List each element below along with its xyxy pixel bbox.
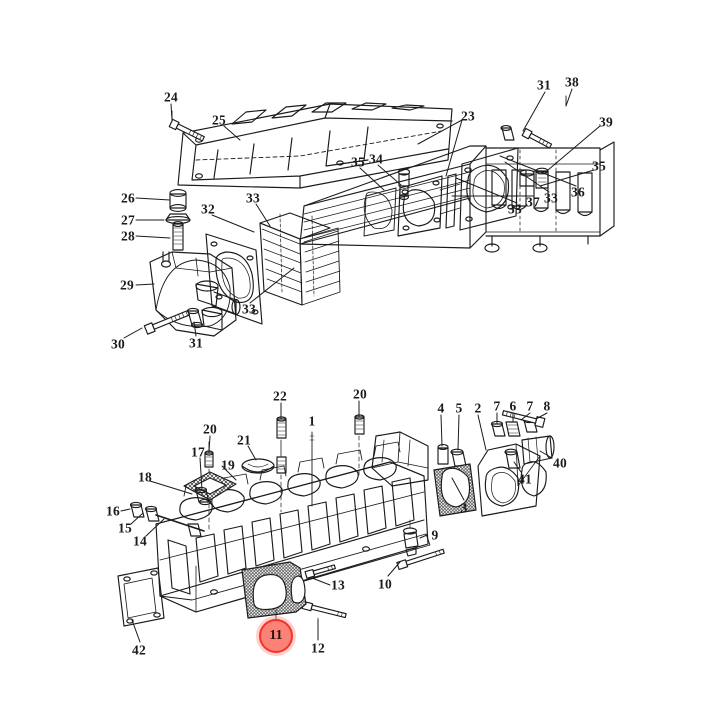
callout-29: 29 bbox=[120, 277, 134, 293]
callout-38: 38 bbox=[565, 74, 579, 90]
callout-33-d: 33 bbox=[242, 301, 256, 317]
callout-19: 19 bbox=[221, 457, 235, 473]
callout-16: 16 bbox=[106, 503, 120, 519]
lower-assembly-geometry bbox=[117, 405, 555, 639]
callout-31-lower: 31 bbox=[189, 335, 203, 351]
callout-36: 36 bbox=[571, 184, 585, 200]
callout-20-left: 20 bbox=[203, 421, 217, 437]
callout-34: 34 bbox=[369, 151, 383, 167]
callout-39: 39 bbox=[599, 114, 613, 130]
callout-32: 32 bbox=[201, 201, 215, 217]
callout-23: 23 bbox=[461, 108, 475, 124]
callout-35-right: 35 bbox=[592, 158, 606, 174]
callout-42: 42 bbox=[132, 642, 146, 658]
callout-37: 37 bbox=[526, 194, 540, 210]
marker-disc bbox=[259, 619, 293, 653]
highlighted-part-marker-11[interactable]: 11 bbox=[256, 616, 296, 656]
callout-6: 6 bbox=[509, 398, 517, 414]
callout-7-b: 7 bbox=[526, 398, 534, 414]
callout-33-c: 33 bbox=[246, 190, 260, 206]
callout-24: 24 bbox=[164, 89, 178, 105]
callout-3: 3 bbox=[460, 500, 468, 516]
callout-26: 26 bbox=[121, 190, 135, 206]
callout-30: 30 bbox=[111, 336, 125, 352]
callout-2: 2 bbox=[474, 400, 482, 416]
callout-20-right: 20 bbox=[353, 386, 367, 402]
callout-28: 28 bbox=[121, 228, 135, 244]
upper-assembly-geometry bbox=[143, 95, 615, 337]
callout-22: 22 bbox=[273, 388, 287, 404]
callout-31-upper: 31 bbox=[537, 77, 551, 93]
callout-35-core: 35 bbox=[351, 154, 365, 170]
callout-40: 40 bbox=[553, 455, 567, 471]
callout-33-b: 33 bbox=[508, 201, 522, 217]
callout-14: 14 bbox=[133, 533, 147, 549]
callout-21: 21 bbox=[237, 432, 251, 448]
callout-12: 12 bbox=[311, 640, 325, 656]
marker-label: 11 bbox=[269, 628, 283, 643]
leader-lines bbox=[120, 88, 601, 643]
callout-5: 5 bbox=[455, 400, 463, 416]
callout-18: 18 bbox=[138, 469, 152, 485]
callout-33-a: 33 bbox=[544, 190, 558, 206]
callout-41: 41 bbox=[518, 471, 532, 487]
callout-8: 8 bbox=[543, 398, 551, 414]
callout-13: 13 bbox=[331, 577, 345, 593]
callout-15: 15 bbox=[118, 520, 132, 536]
callout-17: 17 bbox=[191, 444, 205, 460]
callout-10: 10 bbox=[378, 576, 392, 592]
callout-4: 4 bbox=[437, 400, 445, 416]
callout-25: 25 bbox=[212, 112, 226, 128]
callout-27: 27 bbox=[121, 212, 135, 228]
callout-1: 1 bbox=[308, 413, 316, 429]
callout-9: 9 bbox=[431, 527, 439, 543]
callout-7-a: 7 bbox=[493, 398, 501, 414]
